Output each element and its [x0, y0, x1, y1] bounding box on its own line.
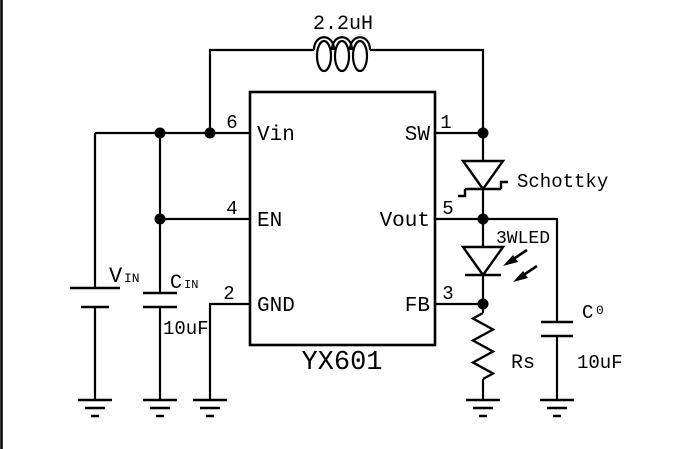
battery-symbol — [70, 286, 120, 309]
pin-number-4: 4 — [226, 198, 237, 220]
pin-number-3: 3 — [442, 283, 453, 305]
junction-dot — [154, 127, 166, 139]
pin-number-6: 6 — [226, 112, 237, 134]
pin-name-fb: FB — [405, 295, 430, 318]
ic-body — [248, 90, 437, 347]
ground-co-icon — [540, 398, 574, 418]
output-cap-label: C — [582, 302, 593, 324]
battery-label-sub: IN — [124, 271, 140, 286]
wire-gnd — [208, 302, 250, 400]
junction-dots — [154, 127, 489, 310]
pin-number-5: 5 — [442, 198, 453, 220]
schottky-label: Schottky — [517, 171, 608, 193]
led-arrow-icon — [503, 248, 538, 282]
junction-dot — [477, 213, 489, 225]
input-cap-symbol — [143, 291, 177, 309]
ground-ic-icon — [193, 398, 227, 418]
ic-part-number: YX601 — [301, 348, 382, 378]
pin-name-gnd: GND — [257, 295, 295, 318]
led-label: 3WLED — [496, 229, 550, 249]
ground-cin-icon — [143, 398, 177, 418]
ground-battery-icon — [78, 398, 112, 418]
input-cap-label-sub: IN — [184, 278, 198, 292]
wire-vin-to-inductor — [208, 48, 314, 133]
pin-name-sw: SW — [405, 124, 431, 147]
junction-dot — [154, 213, 166, 225]
wire-vout-to-co — [483, 217, 559, 322]
pin-number-2: 2 — [223, 283, 234, 305]
input-cap-label: C — [170, 272, 182, 295]
inductor-value-label: 2.2uH — [313, 13, 373, 36]
junction-dot — [477, 298, 489, 310]
led-symbol — [460, 245, 538, 282]
junction-dot — [477, 127, 489, 139]
pin-name-vout: Vout — [380, 210, 430, 233]
input-cap-value: 10uF — [163, 318, 209, 340]
output-cap-symbol — [541, 320, 573, 338]
pin-name-vin: Vin — [257, 124, 295, 147]
junction-dot — [204, 127, 216, 139]
output-cap-label-sub: 0 — [596, 303, 604, 318]
pin-number-1: 1 — [440, 112, 451, 134]
schottky-diode-symbol — [458, 159, 508, 198]
output-cap-value: 10uF — [577, 352, 623, 374]
sense-resistor-symbol — [470, 311, 496, 381]
pin-name-en: EN — [257, 210, 282, 233]
battery-label: V — [109, 264, 123, 289]
ground-rs-icon — [466, 398, 500, 418]
inductor-symbol — [312, 36, 372, 73]
wire-inductor-to-sw — [370, 48, 485, 133]
sense-resistor-label: Rs — [511, 352, 535, 375]
ground-symbols — [78, 398, 574, 418]
